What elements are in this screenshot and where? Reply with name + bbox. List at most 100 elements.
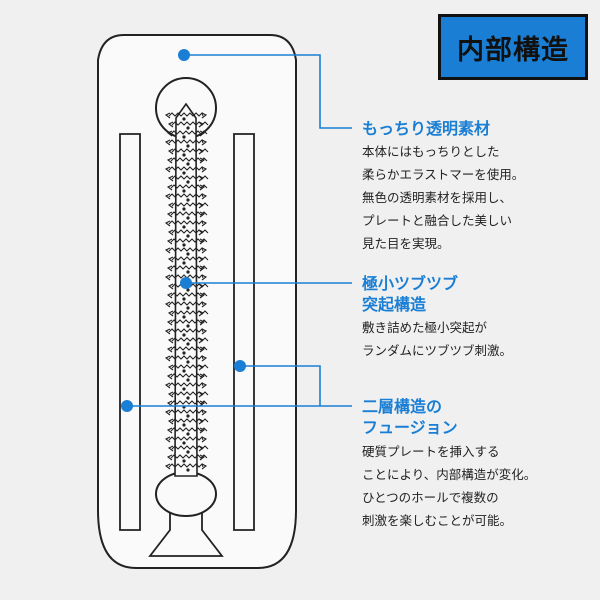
canal-side-nub <box>167 337 174 344</box>
canal-bump-row <box>170 400 208 405</box>
page-title: 内部構造 <box>457 34 569 66</box>
canal-bump-row <box>168 219 204 225</box>
canal-side-nub <box>167 391 174 398</box>
canal-bump-dot <box>182 189 186 193</box>
canal-side-nub <box>198 229 205 236</box>
canal-bump-dot <box>186 234 190 238</box>
canal-bump-row <box>168 408 204 414</box>
canal-side-nub <box>164 274 171 281</box>
bottom-chamber <box>155 471 217 517</box>
canal-bump-dot <box>186 432 190 436</box>
canal-bump-row <box>170 454 208 459</box>
canal-side-nub <box>166 184 173 191</box>
canal-bump-dot <box>182 423 186 427</box>
canal-bump-row <box>168 111 204 117</box>
canal-side-nub <box>164 328 171 335</box>
canal-side-nub <box>166 454 173 461</box>
textured-canal <box>164 102 209 477</box>
canal-side-nub <box>166 211 173 218</box>
canal-bump-dot <box>186 216 190 220</box>
canal-bump-dot <box>186 468 190 472</box>
canal-bump-dot <box>182 207 186 211</box>
leader-lines <box>127 54 352 407</box>
canal-side-nub <box>199 454 206 461</box>
canal-side-nub <box>201 220 208 227</box>
entrance-opening <box>148 512 224 557</box>
canal-side-nub <box>199 292 206 299</box>
marker-dot-plate-right <box>234 360 246 372</box>
canal-bump-row <box>170 211 208 216</box>
canal-bump-row <box>170 184 208 189</box>
canal-side-nub <box>164 247 171 254</box>
canal-side-nub <box>166 292 173 299</box>
canal-side-nub <box>198 202 205 209</box>
canal-bump-dot <box>182 117 186 121</box>
canal-side-nub <box>198 310 205 317</box>
canal-bump-row <box>168 435 204 441</box>
canal-bump-row <box>170 346 208 351</box>
marker-dot-plate-left <box>121 400 133 412</box>
right-plate <box>233 133 255 531</box>
canal-side-nub <box>164 193 171 200</box>
canal-bump-dot <box>186 162 190 166</box>
canal-bump-dot <box>186 342 190 346</box>
canal-side-nub <box>167 364 174 371</box>
canal-side-nub <box>166 373 173 380</box>
canal-side-nub <box>201 328 208 335</box>
canal-bump-dot <box>182 459 186 463</box>
canal-bump-dot <box>186 360 190 364</box>
canal-side-nub <box>164 301 171 308</box>
canal-bump-dot <box>186 414 190 418</box>
canal-side-nub <box>199 319 206 326</box>
canal-bump-dot <box>186 126 190 130</box>
canal-side-nub <box>198 121 205 128</box>
canal-bump-row <box>170 373 208 378</box>
callout-heading-bumps: 極小ツブツブ 突起構造 <box>362 274 459 314</box>
canal-side-nub <box>201 139 208 146</box>
canal-side-nub <box>201 193 208 200</box>
canal-bump-dot <box>186 396 190 400</box>
canal-side-nub <box>201 301 208 308</box>
canal-bump-dot <box>186 324 190 328</box>
canal-side-nub <box>198 175 205 182</box>
canal-side-nub <box>167 148 174 155</box>
canal-bump-dot <box>182 135 186 139</box>
canal-side-nub <box>166 157 173 164</box>
leader-line-material <box>184 54 352 129</box>
canal-bump-dot <box>182 171 186 175</box>
canal-side-nub <box>166 400 173 407</box>
canal-side-nub <box>164 166 171 173</box>
callout-heading-material: もっちり透明素材 <box>362 119 491 138</box>
canal-bump-dot <box>182 153 186 157</box>
callout-body-fusion: 硬質プレートを挿入する ことにより、内部構造が変化。 ひとつのホールで複数の 刺… <box>362 444 537 528</box>
canal-bump-dot <box>182 297 186 301</box>
canal-side-nub <box>198 364 205 371</box>
canal-side-nub <box>166 346 173 353</box>
canal-bump-row <box>168 138 204 144</box>
canal-bump-dot <box>186 198 190 202</box>
canal-side-nub <box>164 220 171 227</box>
leader-line-fusion-branch <box>240 365 321 406</box>
callout-body-bumps: 敷き詰めた極小突起が ランダムにツブツブ刺激。 <box>362 320 513 358</box>
canal-side-nub <box>198 418 205 425</box>
canal-side-nub <box>166 238 173 245</box>
canal-side-nub <box>199 427 206 434</box>
canal-side-nub <box>164 436 171 443</box>
canal-side-nub <box>167 229 174 236</box>
canal-bump-dot <box>182 369 186 373</box>
canal-side-nub <box>167 445 174 452</box>
canal-bump-dot <box>186 144 190 148</box>
canal-side-nub <box>201 436 208 443</box>
canal-bump-row <box>168 165 204 171</box>
canal-side-nub <box>166 265 173 272</box>
canal-bump-row <box>168 327 204 333</box>
canal-bump-dot <box>186 252 190 256</box>
canal-bump-dot <box>182 387 186 391</box>
canal-side-nub <box>167 175 174 182</box>
canal-side-nub <box>164 355 171 362</box>
canal-side-nub <box>167 283 174 290</box>
canal-bump-row <box>168 300 204 306</box>
canal-bump-row <box>170 157 208 162</box>
canal-side-nub <box>199 400 206 407</box>
